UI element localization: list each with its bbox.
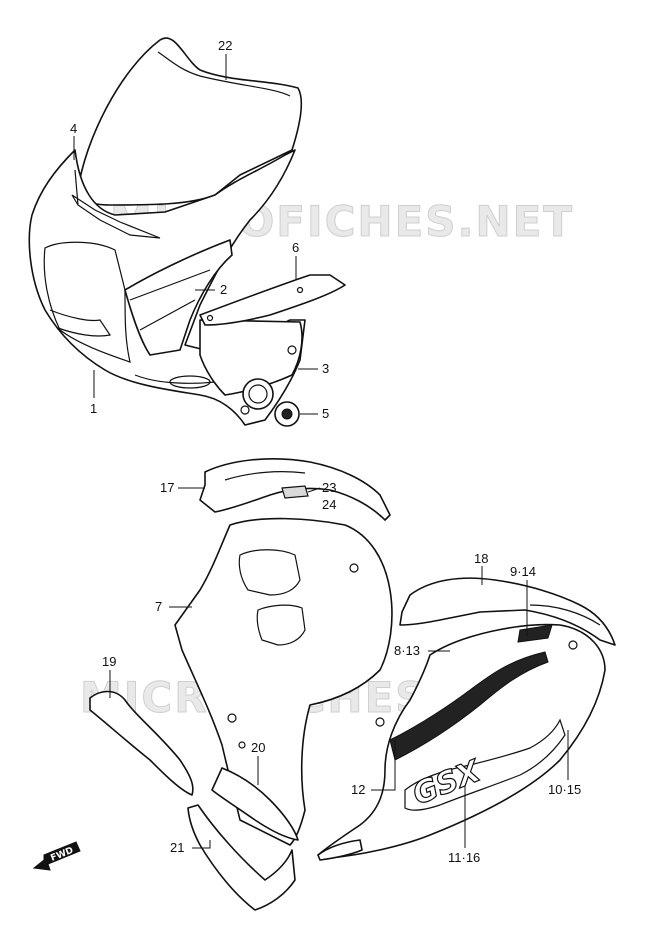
callout-4: 4	[70, 121, 77, 136]
part-12-right-cowling	[317, 623, 606, 859]
part-17-edge	[224, 471, 306, 481]
part-3-light-ring	[242, 378, 274, 410]
callout-23: 23	[322, 480, 336, 495]
part-2-decal	[124, 239, 233, 356]
callout-2: 2	[220, 282, 227, 297]
callout-7: 7	[155, 599, 162, 614]
part-7-vent-lower	[256, 604, 306, 646]
callout-22: 22	[218, 38, 232, 53]
part-7-vent-upper	[238, 549, 301, 596]
part-2-decal-stripe	[129, 269, 211, 331]
callout-9-14: 9·14	[510, 564, 536, 579]
part-1-vent	[169, 375, 211, 389]
callout-5: 5	[322, 406, 329, 421]
callout-19: 19	[102, 654, 116, 669]
part-7-side-cowling	[174, 517, 393, 846]
part-1-headlight-left	[43, 241, 131, 363]
leader-21	[192, 840, 211, 849]
part-19-trim	[89, 690, 194, 796]
part-1-center-slot	[71, 194, 161, 239]
part-12-hole-a	[568, 640, 578, 650]
part-6-hole-a	[296, 286, 304, 294]
fwd-arrow-icon: FWD	[32, 841, 81, 871]
part-7-hole-b	[227, 713, 237, 723]
part-3-hole	[287, 345, 297, 355]
callout-24: 24	[322, 497, 336, 512]
part-12-front-tab	[317, 839, 363, 861]
part-9-14-decal-band	[389, 651, 549, 761]
callout-1: 1	[90, 401, 97, 416]
callout-8-13: 8·13	[394, 643, 420, 658]
part-7-hole-a	[349, 563, 359, 573]
part-5-grommet-center	[281, 408, 293, 420]
part-18-edge	[529, 604, 601, 626]
part-20-inner-lower	[211, 767, 299, 841]
callout-3: 3	[322, 361, 329, 376]
callout-21: 21	[170, 840, 184, 855]
part-1-bolt-hole	[240, 405, 250, 415]
part-23-pad	[281, 485, 309, 499]
part-4-clip	[74, 169, 79, 206]
part-22-inner-edge	[157, 51, 291, 97]
part-18-right-inner	[399, 577, 616, 646]
part-11-16-logo-outline	[404, 718, 566, 811]
callout-10-15: 10·15	[548, 782, 581, 797]
part-6-hole-b	[206, 314, 214, 322]
part-1-headlight-inner	[49, 309, 111, 337]
part-21-lower-fairing	[187, 804, 296, 911]
callout-17: 17	[160, 480, 174, 495]
callout-20: 20	[251, 740, 265, 755]
leader-12	[371, 740, 396, 791]
fwd-label: FWD	[49, 846, 75, 864]
leader-23	[307, 487, 321, 493]
leader-lines	[73, 54, 569, 849]
callout-12: 12	[351, 782, 365, 797]
part-7-hole-c	[238, 741, 246, 749]
callout-18: 18	[474, 551, 488, 566]
part-3-light-ring-inner	[248, 384, 268, 404]
part-6-bracket	[199, 274, 346, 326]
callout-6: 6	[292, 240, 299, 255]
callout-11-16: 11·16	[448, 850, 480, 865]
part-12-hole-b	[375, 717, 385, 727]
